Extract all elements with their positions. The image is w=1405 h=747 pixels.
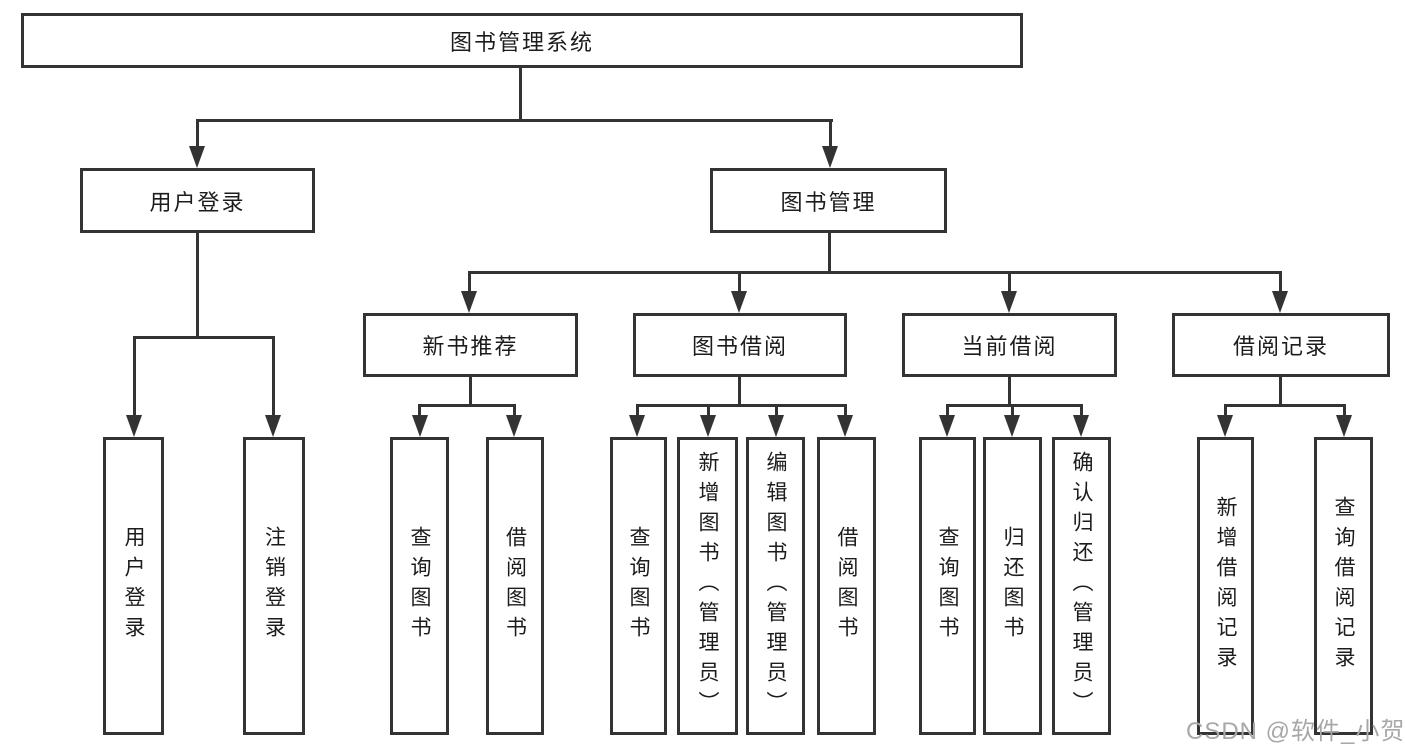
connector-to-leaf bbox=[513, 404, 516, 419]
connector-group-branch bbox=[1224, 404, 1346, 407]
leaf-label: 确认归还（管理员） bbox=[1070, 451, 1093, 721]
node-label: 用户登录 bbox=[149, 189, 246, 215]
arrowhead-icon bbox=[1336, 415, 1352, 437]
arrowhead-icon bbox=[837, 415, 853, 437]
arrowhead-icon bbox=[461, 291, 477, 313]
node-label: 图书管理 bbox=[780, 189, 877, 215]
connector-book-management-stub bbox=[828, 233, 831, 274]
arrowhead-icon bbox=[768, 415, 784, 437]
arrowhead-icon bbox=[1001, 291, 1017, 313]
leaf-return-books: 归还图书 bbox=[983, 437, 1042, 735]
leaf-label: 借阅图书 bbox=[835, 526, 858, 646]
node-borrow-records: 借阅记录 bbox=[1172, 313, 1390, 377]
node-book-management: 图书管理 bbox=[710, 168, 947, 233]
leaf-borrow-books: 借阅图书 bbox=[817, 437, 876, 735]
node-label: 新书推荐 bbox=[422, 334, 519, 359]
node-label: 图书管理系统 bbox=[449, 29, 594, 55]
connector-to-book-management bbox=[829, 119, 832, 151]
node-label: 借阅记录 bbox=[1232, 334, 1329, 359]
connector-to-leaf bbox=[775, 404, 778, 419]
connector-level1-branch bbox=[196, 119, 833, 122]
arrowhead-icon bbox=[506, 415, 522, 437]
connector-to-leaf bbox=[1011, 404, 1014, 419]
connector-to-leaf-user-login bbox=[133, 336, 136, 420]
arrowhead-icon bbox=[1217, 415, 1233, 437]
connector-group-stub bbox=[469, 377, 472, 407]
node-label: 图书借阅 bbox=[691, 334, 788, 359]
leaf-label: 新增借阅记录 bbox=[1214, 496, 1237, 676]
leaf-label: 查询图书 bbox=[936, 526, 959, 646]
leaf-label: 查询借阅记录 bbox=[1332, 496, 1355, 676]
leaf-logout: 注销登录 bbox=[243, 437, 305, 735]
leaf-query-books-current: 查询图书 bbox=[919, 437, 976, 735]
connector-group-branch bbox=[418, 404, 516, 407]
leaf-add-borrow-record: 新增借阅记录 bbox=[1197, 437, 1254, 735]
connector-to-book-borrow bbox=[738, 271, 741, 296]
node-label: 当前借阅 bbox=[961, 334, 1058, 359]
leaf-label: 注销登录 bbox=[262, 526, 286, 646]
connector-to-leaf-logout bbox=[272, 336, 275, 420]
connector-to-user-login bbox=[196, 119, 199, 151]
connector-to-leaf bbox=[844, 404, 847, 419]
leaf-query-books-recommend: 查询图书 bbox=[390, 437, 449, 735]
arrowhead-icon bbox=[731, 291, 747, 313]
arrowhead-icon bbox=[700, 415, 716, 437]
connector-group-branch bbox=[946, 404, 1083, 407]
leaf-add-books-admin: 新增图书（管理员） bbox=[677, 437, 738, 735]
connector-to-leaf bbox=[1224, 404, 1227, 419]
watermark: CSDN @软件_小贺同学 bbox=[1186, 718, 1405, 745]
leaf-label: 借阅图书 bbox=[503, 526, 527, 646]
connector-user-login-stub bbox=[196, 233, 199, 339]
connector-root-stub bbox=[519, 68, 522, 122]
node-user-login: 用户登录 bbox=[80, 168, 315, 233]
arrowhead-icon bbox=[1004, 415, 1020, 437]
node-library-management-system: 图书管理系统 bbox=[21, 13, 1023, 68]
leaf-label: 编辑图书（管理员） bbox=[764, 451, 787, 721]
leaf-label: 查询图书 bbox=[627, 526, 650, 646]
connector-to-leaf bbox=[636, 404, 639, 419]
connector-to-leaf bbox=[418, 404, 421, 419]
connector-to-borrow-records bbox=[1279, 271, 1282, 296]
node-current-borrow: 当前借阅 bbox=[902, 313, 1117, 377]
connector-group-branch bbox=[636, 404, 846, 407]
connector-to-leaf bbox=[1080, 404, 1083, 419]
node-new-book-recommend: 新书推荐 bbox=[363, 313, 578, 377]
arrowhead-icon bbox=[126, 415, 142, 437]
connector-group-stub bbox=[1279, 377, 1282, 407]
connector-level2-branch bbox=[468, 271, 1282, 274]
leaf-label: 归还图书 bbox=[1001, 526, 1024, 646]
connector-to-new-book-recommend bbox=[468, 271, 471, 296]
leaf-label: 用户登录 bbox=[122, 526, 145, 646]
connector-user-login-branch bbox=[133, 336, 275, 339]
leaf-label: 查询图书 bbox=[408, 526, 431, 646]
leaf-query-books-borrow: 查询图书 bbox=[610, 437, 667, 735]
arrowhead-icon bbox=[1073, 415, 1089, 437]
arrowhead-icon bbox=[939, 415, 955, 437]
arrowhead-icon bbox=[1272, 291, 1288, 313]
leaf-borrow-books-recommend: 借阅图书 bbox=[486, 437, 544, 735]
connector-group-stub bbox=[738, 377, 741, 407]
arrowhead-icon bbox=[822, 146, 838, 168]
connector-group-stub bbox=[1008, 377, 1011, 407]
leaf-label: 新增图书（管理员） bbox=[696, 451, 719, 721]
arrowhead-icon bbox=[629, 415, 645, 437]
arrowhead-icon bbox=[412, 415, 428, 437]
leaf-user-login: 用户登录 bbox=[103, 437, 164, 735]
connector-to-leaf bbox=[1343, 404, 1346, 419]
leaf-edit-books-admin: 编辑图书（管理员） bbox=[746, 437, 805, 735]
connector-to-leaf bbox=[946, 404, 949, 419]
leaf-query-borrow-record: 查询借阅记录 bbox=[1314, 437, 1373, 735]
arrowhead-icon bbox=[265, 415, 281, 437]
node-book-borrow: 图书借阅 bbox=[633, 313, 847, 377]
connector-to-leaf bbox=[707, 404, 710, 419]
arrowhead-icon bbox=[189, 146, 205, 168]
connector-to-current-borrow bbox=[1008, 271, 1011, 296]
leaf-confirm-return-admin: 确认归还（管理员） bbox=[1052, 437, 1111, 735]
